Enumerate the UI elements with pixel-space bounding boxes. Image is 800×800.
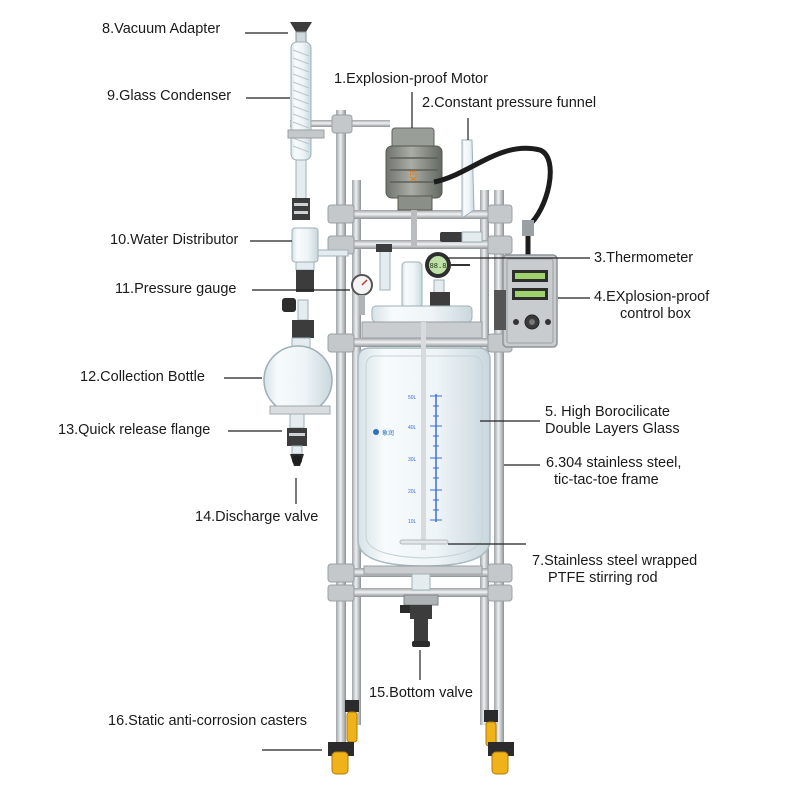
- label-quick-release-flange: 13.Quick release flange: [58, 422, 211, 438]
- label-glass-vessel: 5. High Borocilicate Double Layers Glass: [545, 404, 680, 438]
- bottom-valve: [400, 573, 439, 647]
- label-constant-pressure-funnel: 2.Constant pressure funnel: [422, 95, 597, 111]
- label-stirring-rod: 7.Stainless steel wrapped PTFE stirring …: [532, 553, 697, 587]
- label-discharge-valve: 14.Discharge valve: [195, 509, 319, 525]
- label-pressure-gauge: 11.Pressure gauge: [115, 281, 237, 297]
- graduation-label: 30L: [408, 457, 417, 463]
- double-layer-glass-vessel: 50L 40L 30L 20L 10L 象润: [357, 322, 491, 567]
- graduation-label: 40L: [408, 425, 417, 431]
- glass-condenser: [287, 22, 325, 220]
- label-glass-vessel-line1: 5. High Borocilicate: [545, 404, 670, 420]
- label-bottom-valve: 15.Bottom valve: [369, 685, 473, 701]
- label-stirring-rod-line1: 7.Stainless steel wrapped: [532, 553, 698, 569]
- distillation-line: [282, 270, 314, 338]
- explosion-proof-control-box: [494, 254, 558, 348]
- label-stainless-frame-line2: tic-tac-toe frame: [554, 472, 659, 488]
- label-collection-bottle: 12.Collection Bottle: [80, 369, 205, 385]
- pressure-gauge: [351, 274, 373, 315]
- label-control-box: 4.EXplosion-proof control box: [594, 289, 709, 323]
- cable-hose: [433, 145, 553, 255]
- label-control-box-line1: 4.EXplosion-proof: [594, 289, 710, 305]
- casters: [328, 700, 514, 775]
- graduation-label: 50L: [408, 395, 417, 401]
- label-thermometer: 3.Thermometer: [594, 250, 694, 266]
- thermometer-readout: 88.8: [430, 262, 447, 270]
- label-stirring-rod-line2: PTFE stirring rod: [548, 570, 658, 586]
- label-casters: 16.Static anti-corrosion casters: [108, 713, 308, 729]
- graduation-label: 20L: [408, 489, 417, 495]
- collection-bottle: [263, 337, 333, 466]
- label-stainless-frame: 6.304 stainless steel, tic-tac-toe frame: [546, 455, 681, 489]
- label-explosion-proof-motor: 1.Explosion-proof Motor: [334, 71, 488, 87]
- explosion-proof-motor: [385, 127, 443, 246]
- label-control-box-line2: control box: [620, 306, 691, 322]
- vessel-brand-mark: 象润: [382, 429, 394, 437]
- thermometer: 88.8: [425, 252, 470, 278]
- constant-pressure-funnel: [440, 139, 483, 243]
- label-glass-condenser: 9.Glass Condenser: [107, 88, 232, 104]
- label-stainless-frame-line1: 6.304 stainless steel,: [546, 455, 682, 471]
- label-vacuum-adapter: 8.Vacuum Adapter: [102, 21, 221, 37]
- leader-lines: [224, 32, 590, 751]
- graduation-label: 10L: [408, 519, 417, 525]
- graduation-scale: 50L 40L 30L 20L 10L: [408, 394, 442, 525]
- label-glass-vessel-line2: Double Layers Glass: [545, 421, 680, 437]
- label-water-distributor: 10.Water Distributor: [110, 232, 239, 248]
- motor-ex-mark: EX: [408, 170, 418, 182]
